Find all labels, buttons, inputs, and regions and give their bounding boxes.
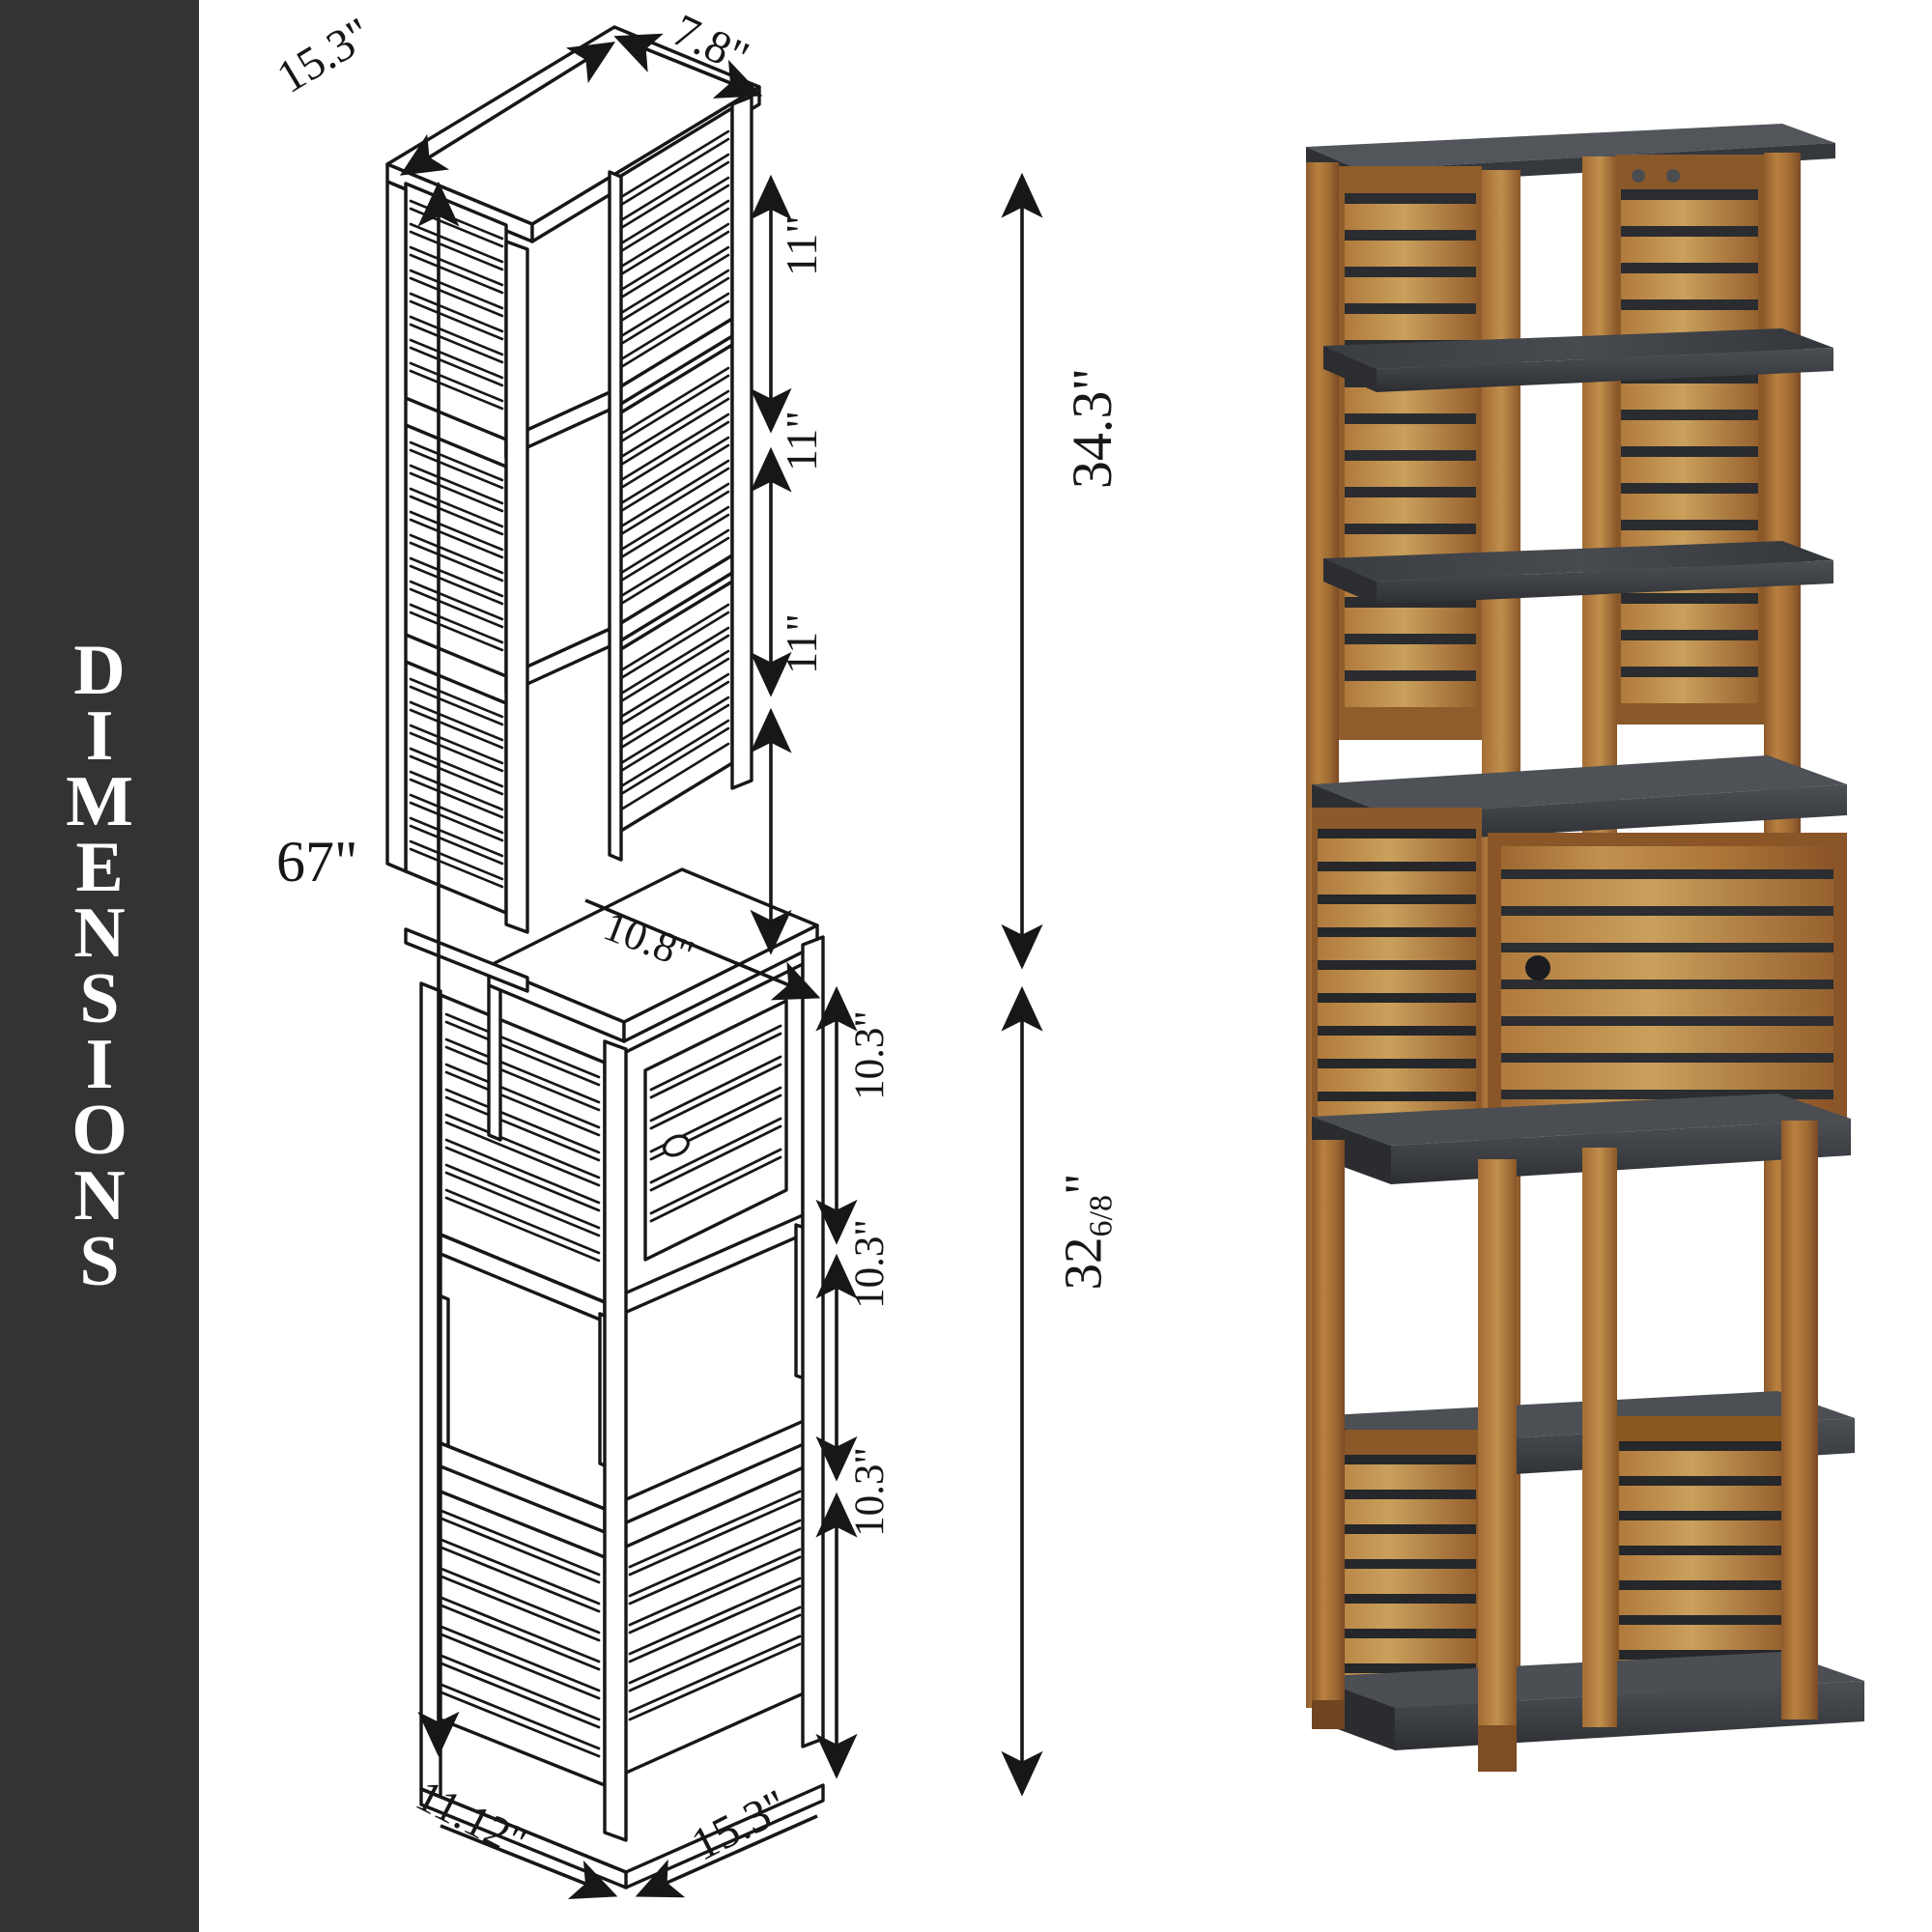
lower-section-unit: " bbox=[1053, 1173, 1113, 1195]
sidebar-letter: N bbox=[73, 893, 126, 973]
dimension-label-upper-section: 34.3" bbox=[1061, 367, 1124, 490]
product-photo bbox=[1198, 0, 1932, 1932]
dimension-label-lower-section: 326/8" bbox=[1053, 1173, 1121, 1290]
sidebar-title-vertical: D I M E N S I O N S bbox=[0, 0, 199, 1932]
photo-cabinet bbox=[1312, 755, 1851, 1184]
sidebar-letter: E bbox=[75, 827, 124, 907]
cabinet-knob-icon bbox=[1525, 955, 1550, 980]
dimension-label-tier-1: 11" bbox=[777, 214, 827, 277]
sidebar-letter: D bbox=[73, 630, 126, 710]
sidebar-letter: I bbox=[85, 1025, 114, 1105]
photo-legs bbox=[1312, 1121, 1818, 1772]
photo-shelf-1 bbox=[1323, 328, 1833, 392]
sidebar-letter: S bbox=[79, 959, 120, 1038]
photo-shelf-2 bbox=[1323, 541, 1833, 605]
photo-bottom-right-louvre bbox=[1613, 1416, 1787, 1696]
dimension-label-tier-3: 11" bbox=[777, 612, 827, 675]
dimension-label-tier-2: 11" bbox=[777, 410, 827, 472]
lower-section-whole: 32 bbox=[1053, 1236, 1113, 1291]
sidebar-letter: I bbox=[85, 696, 114, 776]
sidebar-letter: N bbox=[73, 1156, 126, 1236]
isometric-line-drawing: 15.3" 7.8" 11" 11" 11" 34.3" 67" 10.8" 1… bbox=[199, 0, 1198, 1932]
sidebar-letter: M bbox=[66, 761, 133, 841]
dimension-label-tier-4: 10.3" bbox=[846, 1010, 893, 1100]
sidebar-panel: D I M E N S I O N S bbox=[0, 0, 199, 1932]
lower-section-fraction: 6/8 bbox=[1083, 1194, 1120, 1237]
sidebar-letter: O bbox=[71, 1091, 128, 1171]
dimension-label-tier-5: 10.3" bbox=[846, 1219, 893, 1309]
sidebar-letter: S bbox=[79, 1222, 120, 1302]
dimension-label-total-height: 67" bbox=[276, 830, 358, 894]
dimension-label-tier-6: 10.3" bbox=[846, 1447, 893, 1537]
